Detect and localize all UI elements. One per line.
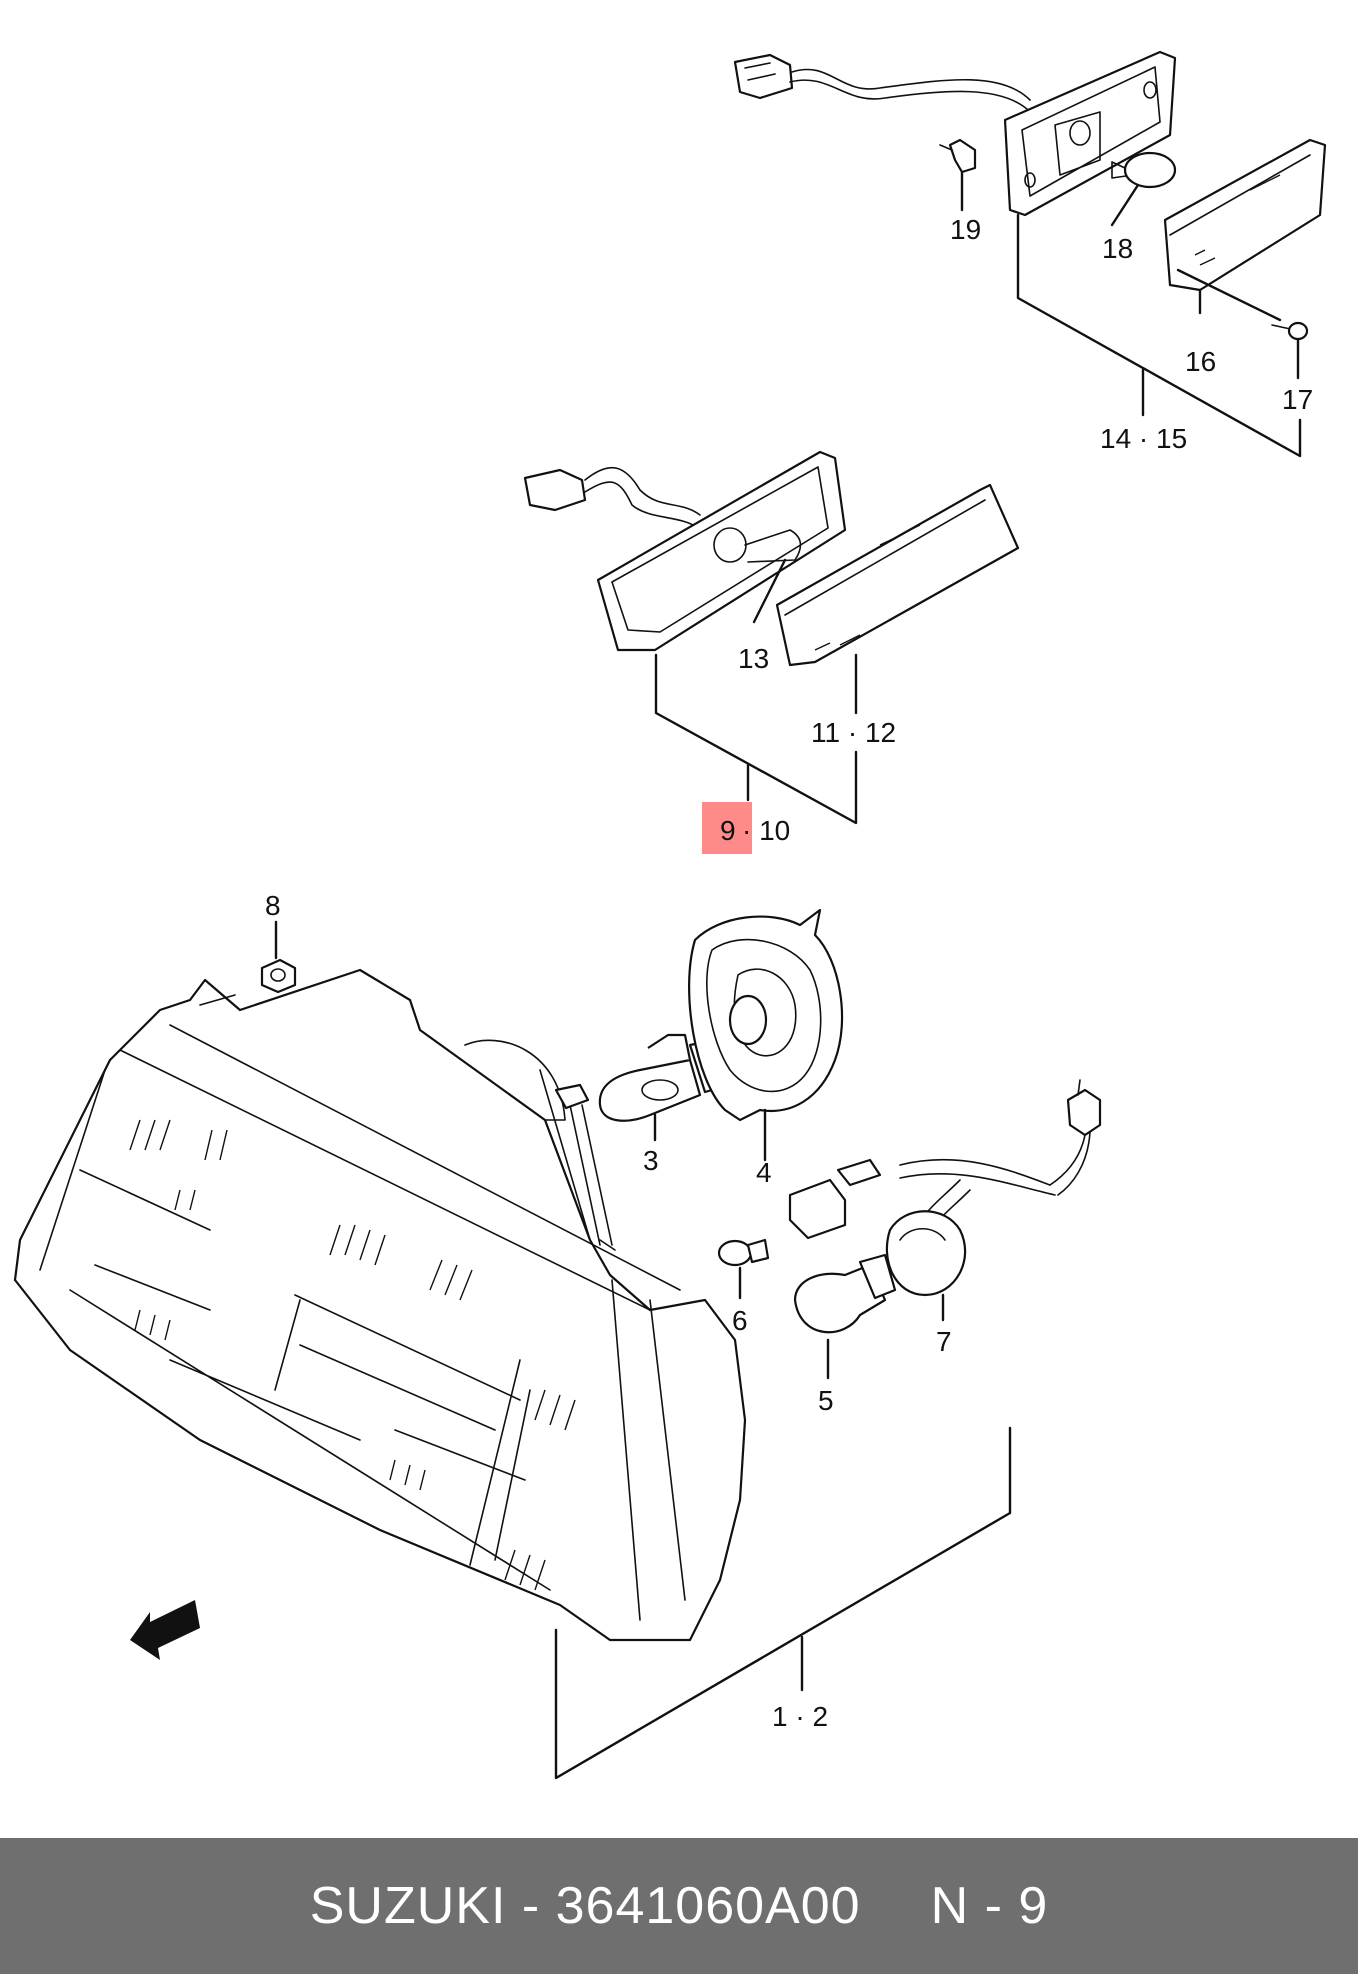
label-16: 16 [1185,346,1216,377]
label-13: 13 [738,643,769,674]
label-14-15: 14 · 15 [1100,423,1187,454]
bulb-5 [793,1253,897,1380]
label-5: 5 [818,1385,834,1416]
label-17: 17 [1282,384,1313,415]
rubber-cover-4 [688,908,844,1162]
label-7: 7 [936,1326,952,1357]
label-11-12: 11 · 12 [811,717,896,748]
label-8: 8 [265,890,281,921]
bulb-6 [717,1238,770,1300]
bracket-1-2 [554,1426,1012,1780]
page-reference: N - 9 [930,1877,1049,1935]
parts-diagram: FWD 19 18 16 17 14 · 15 13 11 · 12 9 · 1… [13,50,1327,1780]
label-19: 19 [950,214,981,245]
part-number-text: SUZUKI - 3641060A00 [309,1877,861,1935]
side-turn-lamp-assembly-14-15 [733,50,1327,458]
headlamp-assembly-1-2 [13,968,747,1642]
label-6: 6 [732,1305,748,1336]
nut-8 [260,920,297,994]
label-9-10-rest: · 10 [742,815,790,846]
socket-harness-7 [788,1079,1102,1322]
label-4: 4 [756,1157,772,1188]
label-18: 18 [1102,233,1133,264]
label-1-2: 1 · 2 [772,1701,828,1732]
label-9: 9 [720,815,736,846]
front-turn-lamp-assembly-9-10 [523,450,1020,825]
fwd-arrow-icon: FWD [130,1600,200,1660]
highlight-part-9 [702,802,752,854]
label-3: 3 [643,1145,659,1176]
footer-bar: SUZUKI - 3641060A00 N - 9 [0,1838,1358,1974]
